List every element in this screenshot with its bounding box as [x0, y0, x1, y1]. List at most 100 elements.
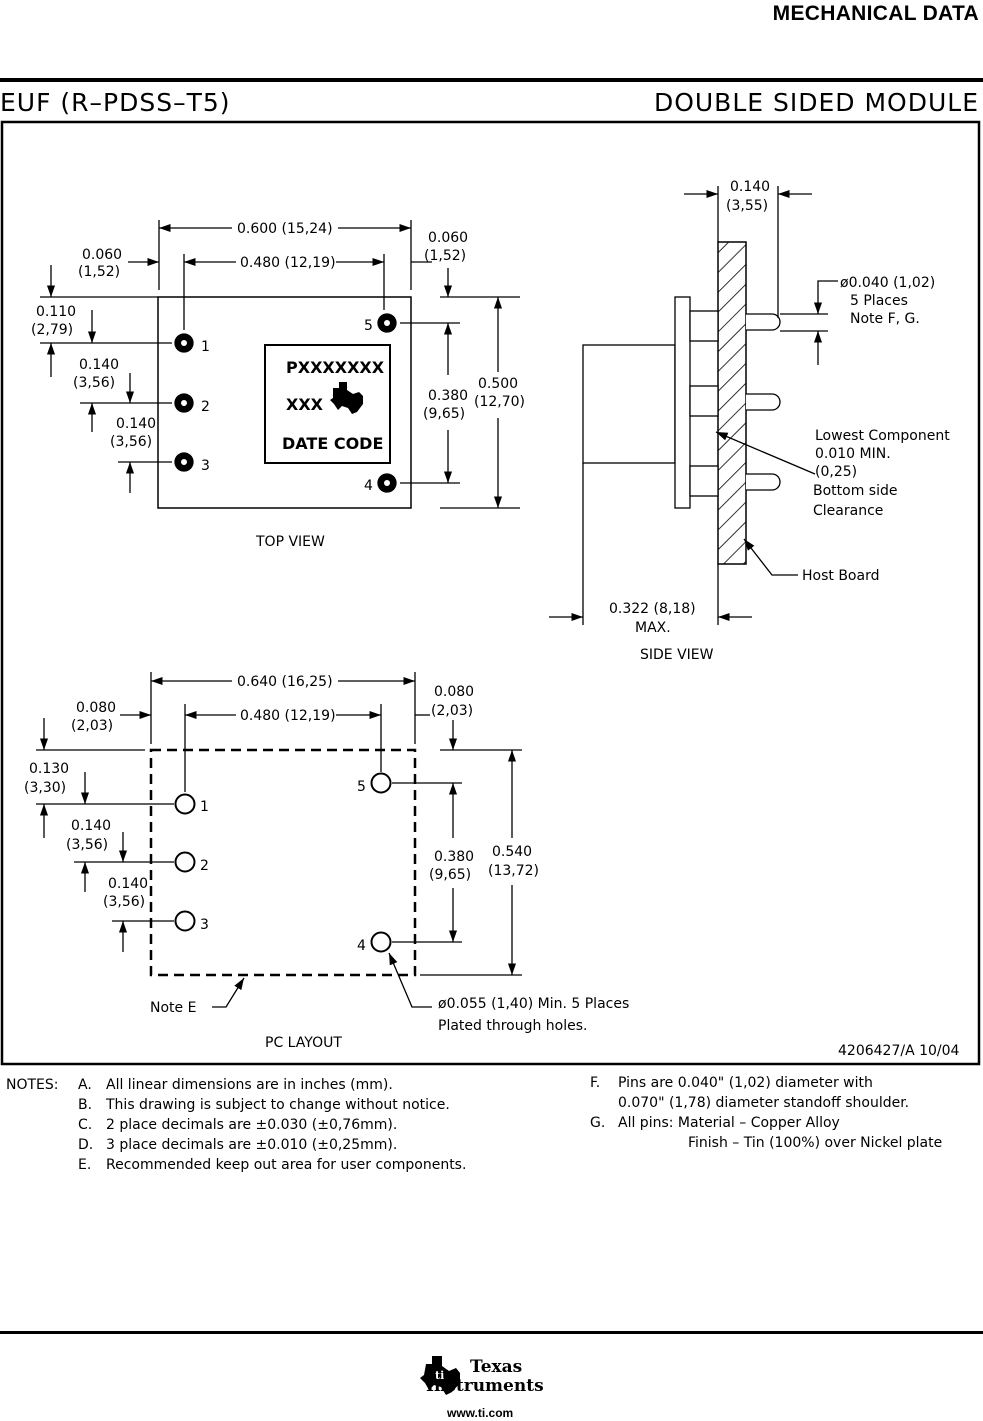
side-clearance-3: (0,25) [815, 464, 857, 480]
pc-dim-right-margin-in: 0.080 [434, 684, 474, 700]
side-view-caption: SIDE VIEW [640, 647, 714, 663]
keep-out-area [149, 748, 417, 977]
pc-dim-pitch-12-in: 0.140 [71, 818, 111, 834]
note-f: F.Pins are 0.040" (1,02) diameter with [590, 1075, 873, 1091]
top-dim-left-margin-in: 0.060 [82, 247, 122, 263]
pc-hole-label-3: 3 [200, 917, 209, 933]
note-d: D.3 place decimals are ±0.010 (±0,25mm). [78, 1137, 398, 1153]
top-dim-left-margin-mm: (1,52) [78, 264, 120, 280]
pcb-hole-5 [370, 772, 392, 794]
pc-dim-right-margin-mm: (2,03) [431, 703, 473, 719]
pcb-hole-1 [174, 793, 196, 815]
host-board [717, 241, 747, 565]
side-clearance-5: Clearance [813, 503, 883, 519]
top-pin-label-3: 3 [201, 458, 210, 474]
top-dim-height-mm: (12,70) [474, 394, 525, 410]
ti-url: www.ti.com [447, 1406, 514, 1420]
ti-logo-icon: ti [420, 1356, 460, 1395]
side-clearance-1: Lowest Component [815, 428, 950, 444]
note-a: A.All linear dimensions are in inches (m… [78, 1077, 393, 1093]
top-dim-height-in: 0.500 [478, 376, 518, 392]
ti-brand-line-2: Instruments [426, 1376, 544, 1396]
pc-hole-note-2: Plated through holes. [438, 1018, 588, 1034]
side-dim-board-in: 0.140 [730, 179, 770, 195]
top-pin-label-2: 2 [201, 399, 210, 415]
top-dim-overall-width: 0.600 (15,24) [237, 221, 333, 237]
top-pin-3 [174, 452, 194, 472]
pc-hole-note-1: ø0.055 (1,40) Min. 5 Places [438, 996, 629, 1012]
pcb-hole-3 [174, 910, 196, 932]
side-max-height: 0.322 (8,18) [609, 601, 696, 617]
top-view-caption: TOP VIEW [255, 534, 325, 550]
side-pin-note-2: 5 Places [850, 293, 908, 309]
pc-layout [36, 672, 522, 1008]
ti-brand-line-1: Texas [470, 1357, 523, 1377]
pc-dim-overall-width: 0.640 (16,25) [237, 674, 333, 690]
note-g: G.All pins: Material – Copper Alloy [590, 1115, 840, 1131]
pc-dim-left-margin-mm: (2,03) [71, 718, 113, 734]
top-pin-4 [377, 473, 397, 493]
pc-dim-pitch-12-mm: (3,56) [66, 837, 108, 853]
top-pin-5 [377, 313, 397, 333]
pc-hole-label-5: 5 [357, 779, 366, 795]
pc-dim-pin-5-4-in: 0.380 [434, 849, 474, 865]
note-c: C.2 place decimals are ±0.030 (±0,76mm). [78, 1117, 398, 1133]
side-pin-note-1: ø0.040 (1,02) [840, 275, 935, 291]
top-dim-right-margin-mm: (1,52) [424, 248, 466, 264]
top-dim-pin-5-4-in: 0.380 [428, 388, 468, 404]
side-clearance-4: Bottom side [813, 483, 898, 499]
note-e: E.Recommended keep out area for user com… [78, 1157, 467, 1173]
side-dim-board-mm: (3,55) [726, 198, 768, 214]
side-max-label: MAX. [635, 620, 671, 636]
top-dim-pitch-12-in: 0.140 [79, 357, 119, 373]
ti-brand: Texas Instruments [426, 1357, 544, 1396]
top-label-line-1: PXXXXXXX [286, 358, 385, 377]
notes-heading: NOTES: [6, 1077, 59, 1093]
pc-dim-top-offset-in: 0.130 [29, 761, 69, 777]
pcb-hole-4 [370, 931, 392, 953]
note-b: B.This drawing is subject to change with… [78, 1097, 450, 1113]
pc-hole-label-1: 1 [200, 799, 209, 815]
ti-state-icon [330, 382, 363, 414]
pc-layout-caption: PC LAYOUT [265, 1035, 342, 1051]
pc-dim-pitch-23-in: 0.140 [108, 876, 148, 892]
bottom-rule [0, 1331, 983, 1334]
pc-dim-pin-5-4-mm: (9,65) [429, 867, 471, 883]
drawing-frame [0, 120, 981, 1066]
top-dim-top-offset-in: 0.110 [36, 304, 76, 320]
top-dim-pin-span: 0.480 (12,19) [240, 255, 336, 271]
module-pcb [674, 296, 691, 509]
top-pin-label-5: 5 [364, 318, 373, 334]
pc-note-e: Note E [150, 1000, 196, 1016]
top-dim-pitch-23-mm: (3,56) [110, 434, 152, 450]
note-f-cont: 0.070" (1,78) diameter standoff shoulder… [618, 1095, 910, 1111]
top-label-line-3: DATE CODE [282, 434, 383, 453]
top-label-line-2: XXX [286, 395, 324, 414]
pc-hole-label-4: 4 [357, 938, 366, 954]
svg-text:ti: ti [435, 1369, 444, 1382]
top-pin-label-1: 1 [201, 339, 210, 355]
pc-dim-left-margin-in: 0.080 [76, 700, 116, 716]
note-g-cont: Finish – Tin (100%) over Nickel plate [688, 1135, 943, 1151]
pc-dim-height-in: 0.540 [492, 844, 532, 860]
top-dim-pitch-23-in: 0.140 [116, 416, 156, 432]
top-dim-top-offset-mm: (2,79) [31, 322, 73, 338]
pc-dim-height-mm: (13,72) [488, 863, 539, 879]
pc-dim-pitch-23-mm: (3,56) [103, 894, 145, 910]
package-title: EUF (R–PDSS–T5) [0, 88, 231, 117]
side-pin-1 [689, 310, 781, 342]
label-box [264, 344, 391, 464]
top-pin-1 [174, 333, 194, 353]
module-outline [157, 296, 412, 509]
pc-dim-pin-span: 0.480 (12,19) [240, 708, 336, 724]
top-rule [0, 78, 983, 82]
section-header: MECHANICAL DATA [772, 2, 979, 25]
pcb-hole-2 [174, 851, 196, 873]
side-pin-2 [689, 385, 781, 417]
top-pin-label-4: 4 [364, 478, 373, 494]
top-pin-2 [174, 393, 194, 413]
side-clearance-2: 0.010 MIN. [815, 446, 891, 462]
pc-dim-top-offset-mm: (3,30) [24, 780, 66, 796]
side-host-board-label: Host Board [802, 568, 879, 584]
module-body [582, 344, 676, 464]
